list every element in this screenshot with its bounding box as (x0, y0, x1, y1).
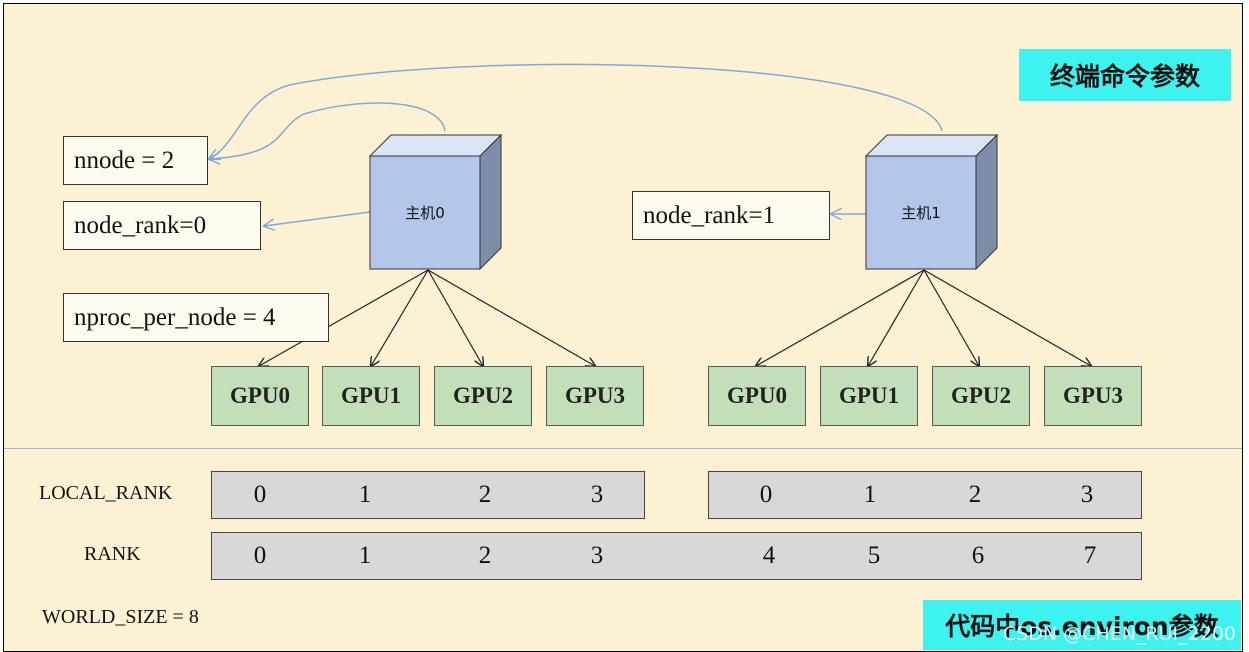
arrow-host0-to-node-rank (264, 211, 371, 226)
rank-value: 1 (358, 542, 372, 569)
rank-value: 7 (1083, 542, 1097, 569)
code-params-tag: 代码中os.environ参数 (923, 600, 1241, 650)
watermark-text: CSDN @CHEN_RUI_2200 (1002, 623, 1236, 645)
arrow-host1-gpu2 (923, 269, 979, 366)
nnode-box: nnode = 2 (63, 136, 208, 185)
host1-gpu2: GPU2 (932, 366, 1030, 426)
curve-host0-to-nnode (209, 102, 446, 159)
local-rank-value: 2 (478, 481, 492, 508)
arrow-host1-gpu0 (756, 269, 925, 366)
host0-gpu1: GPU1 (322, 366, 420, 426)
nproc-per-node-box: nproc_per_node = 4 (63, 293, 329, 342)
rank-value: 0 (253, 542, 267, 569)
host1-gpu0: GPU0 (708, 366, 806, 426)
local-rank-value: 3 (1080, 481, 1094, 508)
curve-host1-to-nnode (209, 63, 943, 159)
world-size-label: WORLD_SIZE = 8 (42, 606, 199, 628)
host1-gpu1: GPU1 (820, 366, 918, 426)
rank-value: 2 (478, 542, 492, 569)
host-0-cube: 主机0 (368, 133, 503, 271)
local-rank-value: 0 (759, 481, 773, 508)
host-1-cube: 主机1 (864, 133, 999, 271)
rank-value: 3 (590, 542, 604, 569)
rank-bar: 0 1 2 3 4 5 6 7 (211, 532, 1142, 580)
local-rank-value: 2 (968, 481, 982, 508)
arrow-host0-gpu3 (427, 269, 595, 366)
host0-gpu3: GPU3 (546, 366, 644, 426)
local-rank-value: 1 (358, 481, 372, 508)
host0-gpu0: GPU0 (211, 366, 309, 426)
diagram-canvas: 主机0 主机1 (4, 63, 1243, 652)
node-rank-0-box: node_rank=0 (63, 201, 261, 250)
arrow-host0-gpu1 (371, 269, 429, 366)
local-rank-value: 3 (590, 481, 604, 508)
rank-value: 5 (867, 542, 881, 569)
host-1-label: 主机1 (901, 204, 941, 222)
rank-label: RANK (84, 543, 141, 565)
local-rank-value: 0 (253, 481, 267, 508)
local-rank-value: 1 (863, 481, 877, 508)
host0-gpu2: GPU2 (434, 366, 532, 426)
arrow-host1-gpu1 (868, 269, 925, 366)
arrow-host0-gpu2 (427, 269, 483, 366)
terminal-params-tag: 终端命令参数 (1019, 49, 1231, 101)
local-rank-bar-host1: 0 1 2 3 (708, 471, 1142, 519)
rank-value: 6 (971, 542, 985, 569)
diagram-frame: 主机0 主机1 终端命令参数 nnode = 2 node_rank=0 npr… (3, 3, 1243, 652)
local-rank-label: LOCAL_RANK (39, 482, 173, 504)
node-rank-1-box: node_rank=1 (632, 191, 830, 240)
rank-value: 4 (762, 542, 776, 569)
arrow-host1-gpu3 (923, 269, 1091, 366)
host1-gpu3: GPU3 (1044, 366, 1142, 426)
section-divider (4, 448, 1242, 449)
host-0-label: 主机0 (405, 204, 445, 222)
arrow-host0-gpu0 (259, 269, 429, 366)
local-rank-bar-host0: 0 1 2 3 (211, 471, 645, 519)
